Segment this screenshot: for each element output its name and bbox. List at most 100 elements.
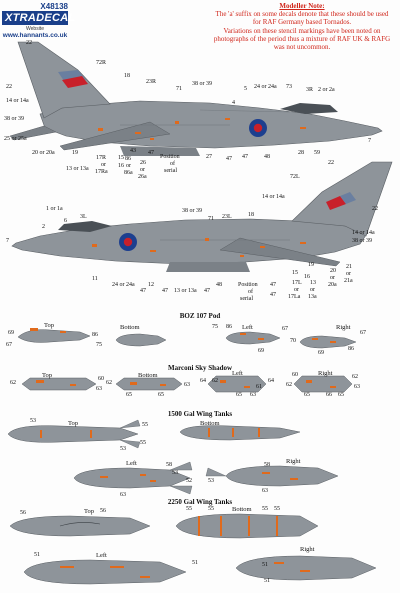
ar-1or1a: 1 or 1a bbox=[46, 206, 63, 212]
ar-3L: 3L bbox=[80, 214, 87, 220]
ar-47-e: 47 bbox=[270, 292, 276, 298]
boz-86-c: 86 bbox=[348, 346, 354, 352]
boz-view-left: Left bbox=[242, 324, 253, 331]
al-48: 48 bbox=[264, 154, 270, 160]
t1500-53-c: 53 bbox=[172, 470, 178, 476]
ar-47-c: 47 bbox=[204, 288, 210, 294]
al-3R: 3R bbox=[306, 87, 314, 93]
t2250-view-right: Right bbox=[300, 546, 315, 553]
sky-66: 66 bbox=[326, 392, 332, 398]
ar-13: 13 bbox=[310, 280, 316, 286]
al-position: Position bbox=[160, 154, 180, 160]
ar-19: 19 bbox=[308, 262, 314, 268]
ar-47-b: 47 bbox=[162, 288, 168, 294]
tanks-2250 bbox=[9, 513, 377, 585]
t2250-56-b: 56 bbox=[100, 508, 106, 514]
al-27: 27 bbox=[206, 154, 212, 160]
al-47-a: 47 bbox=[148, 150, 154, 156]
ar-20-or: or bbox=[330, 275, 335, 281]
sky-view-top: Top bbox=[42, 372, 53, 379]
tornado-left-fin-flash-red bbox=[62, 76, 88, 88]
al-4: 4 bbox=[232, 100, 235, 106]
boz-top-view bbox=[17, 329, 91, 343]
al-5: 5 bbox=[244, 86, 247, 92]
boz-86-b: 86 bbox=[226, 324, 232, 330]
tornado-right-roundel-inner bbox=[123, 237, 133, 247]
sky-63-a: 63 bbox=[96, 386, 102, 392]
ar-13a: 13a bbox=[308, 294, 317, 300]
t2250-top-view bbox=[9, 515, 151, 537]
sky-61: 61 bbox=[256, 384, 262, 390]
al-13or13a: 13 or 13a bbox=[66, 166, 89, 172]
boz-75-b: 75 bbox=[212, 324, 218, 330]
tornado-left-tailplane bbox=[9, 125, 57, 141]
ar-38or39-top: 38 or 39 bbox=[182, 208, 202, 214]
al-position-serial: serial bbox=[164, 168, 177, 174]
al-38or39-top: 38 or 39 bbox=[192, 81, 212, 87]
ar-12: 12 bbox=[148, 282, 154, 288]
tanks-1500 bbox=[7, 419, 339, 495]
t2250-55-d: 55 bbox=[274, 506, 280, 512]
ar-17L: 17L bbox=[292, 280, 302, 286]
t2250-55-b: 55 bbox=[208, 506, 214, 512]
skyshadow-right-view bbox=[293, 375, 353, 393]
ar-14or14a-top: 14 or 14a bbox=[262, 194, 285, 200]
al-71: 71 bbox=[176, 86, 182, 92]
sky-62-c: 62 bbox=[212, 378, 218, 384]
sky-62-b: 62 bbox=[106, 380, 112, 386]
section-2250-title: 2250 Gal Wing Tanks bbox=[167, 498, 233, 506]
tornado-left-pylons bbox=[120, 146, 200, 156]
t1500-left-view bbox=[73, 467, 191, 489]
al-24or24a: 24 or 24a bbox=[254, 84, 277, 90]
al-position-of: of bbox=[170, 161, 175, 167]
al-19: 19 bbox=[72, 150, 78, 156]
al-7: 7 bbox=[368, 138, 371, 144]
boz-67-c: 67 bbox=[360, 330, 366, 336]
t1500-53-b: 53 bbox=[120, 446, 126, 452]
al-26a: 26a bbox=[138, 174, 147, 180]
al-22-fin: 22 bbox=[26, 40, 32, 46]
t1500-53-d: 53 bbox=[208, 478, 214, 484]
t2250-55-c: 55 bbox=[262, 506, 268, 512]
sky-60-b: 60 bbox=[292, 372, 298, 378]
boz-69-a: 69 bbox=[8, 330, 14, 336]
brand-wordmark: XTRADECAL bbox=[2, 11, 75, 25]
ar-2: 2 bbox=[42, 224, 45, 230]
ar-24or24a: 24 or 24a bbox=[112, 282, 135, 288]
section-1500-title: 1500 Gal Wing Tanks bbox=[167, 410, 233, 418]
al-22-tail: 22 bbox=[6, 84, 12, 90]
sheet-code: X48138 bbox=[40, 2, 68, 11]
al-20or20a: 20 or 20a bbox=[32, 150, 55, 156]
al-38or39-left: 38 or 39 bbox=[4, 116, 24, 122]
t1500-55-a: 55 bbox=[142, 422, 148, 428]
xtradecal-logo: X48138 XTRADECAL Website www.hannants.co… bbox=[2, 2, 75, 39]
al-23R: 23R bbox=[146, 79, 157, 85]
t2250-view-top: Top bbox=[84, 508, 95, 515]
sky-shadow-pods bbox=[21, 375, 353, 393]
t1500-52: 52 bbox=[186, 478, 192, 484]
ar-position-serial: serial bbox=[240, 296, 253, 302]
ar-47-a: 47 bbox=[140, 288, 146, 294]
website-url: www.hannants.co.uk bbox=[2, 32, 68, 39]
modeller-note-title: Modeller Note: bbox=[279, 2, 325, 10]
al-2or2a: 2 or 2a bbox=[318, 87, 335, 93]
al-47-b: 47 bbox=[226, 156, 232, 162]
tornado-left-roundel-inner bbox=[253, 123, 263, 133]
section-boz-title: BOZ 107 Pod bbox=[179, 312, 221, 320]
t1500-view-top: Top bbox=[68, 420, 79, 427]
t1500-58-a: 58 bbox=[166, 462, 172, 468]
tornado-right-canopy bbox=[58, 221, 112, 232]
t1500-63-b: 63 bbox=[262, 488, 268, 494]
boz-bottom-view bbox=[115, 333, 167, 347]
ar-23L: 23L bbox=[222, 214, 232, 220]
al-14or14a: 14 or 14a bbox=[6, 98, 29, 104]
ar-71: 71 bbox=[208, 216, 214, 222]
ar-6: 6 bbox=[64, 218, 67, 224]
al-15: 15 bbox=[118, 155, 124, 161]
al-26-or: or bbox=[140, 167, 145, 173]
t2250-right-view bbox=[235, 555, 377, 581]
t1500-53-a: 53 bbox=[30, 418, 36, 424]
boz-left-view bbox=[225, 331, 281, 345]
ar-18: 18 bbox=[248, 212, 254, 218]
